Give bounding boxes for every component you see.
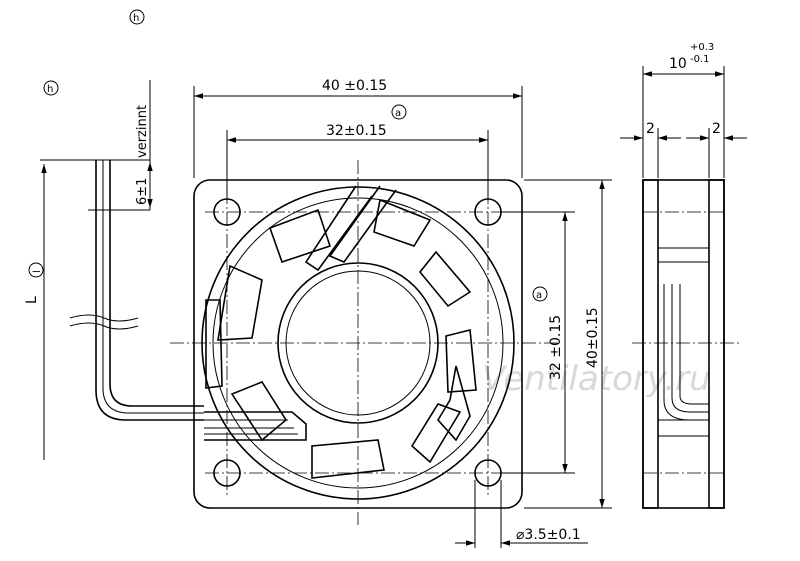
strut-top bbox=[304, 185, 373, 272]
a-top-label: a bbox=[395, 108, 401, 119]
side-view bbox=[632, 179, 740, 509]
depth-dimension: 10 +0.3 -0.1 bbox=[642, 42, 725, 178]
height-outer-label: 40±0.15 bbox=[585, 307, 601, 368]
cable-channel bbox=[204, 411, 307, 441]
cable-length-label: L bbox=[24, 296, 40, 304]
rib-left-label: 2 bbox=[646, 121, 655, 137]
verzinnt-label: verzinnt bbox=[135, 105, 150, 158]
rib-left bbox=[642, 179, 659, 509]
side-outline bbox=[642, 179, 725, 509]
watermark: Ventilatory.ru bbox=[482, 359, 711, 399]
rib-right bbox=[708, 179, 725, 509]
rib-dimensions: 2 2 bbox=[620, 121, 747, 178]
h-top-label: h bbox=[133, 13, 139, 24]
l-circle-label: l bbox=[32, 270, 43, 273]
rib-right-label: 2 bbox=[712, 121, 721, 137]
depth-tol-minus: -0.1 bbox=[690, 54, 710, 65]
strut-right bbox=[437, 365, 471, 442]
hole-diameter-label: ⌀3.5±0.1 bbox=[516, 527, 581, 543]
strip-length-label: 6±1 bbox=[135, 178, 150, 205]
cable-length-dimension: L l bbox=[24, 164, 47, 460]
h-left-label: h bbox=[47, 84, 53, 95]
depth-label: 10 bbox=[669, 56, 687, 72]
cable bbox=[40, 159, 204, 421]
width-holes-label: 32±0.15 bbox=[326, 123, 387, 139]
a-right-label: a bbox=[536, 290, 542, 301]
height-outer-dimension: 40±0.15 bbox=[524, 179, 612, 509]
strip-dimension: 6±1 verzinnt bbox=[135, 80, 153, 210]
front-view bbox=[170, 160, 560, 525]
h-markers: h h bbox=[43, 9, 145, 96]
depth-tol-plus: +0.3 bbox=[690, 42, 714, 53]
width-outer-label: 40 ±0.15 bbox=[322, 78, 387, 94]
width-outer-dimension: 40 ±0.15 a bbox=[193, 78, 523, 178]
height-holes-dimension: 32 ±0.15 a bbox=[500, 211, 575, 474]
width-holes-dimension: 32±0.15 bbox=[226, 123, 489, 198]
hole-diameter-dimension: ⌀3.5±0.1 bbox=[455, 480, 588, 548]
height-holes-label: 32 ±0.15 bbox=[548, 315, 564, 380]
fan-blades bbox=[205, 198, 477, 479]
